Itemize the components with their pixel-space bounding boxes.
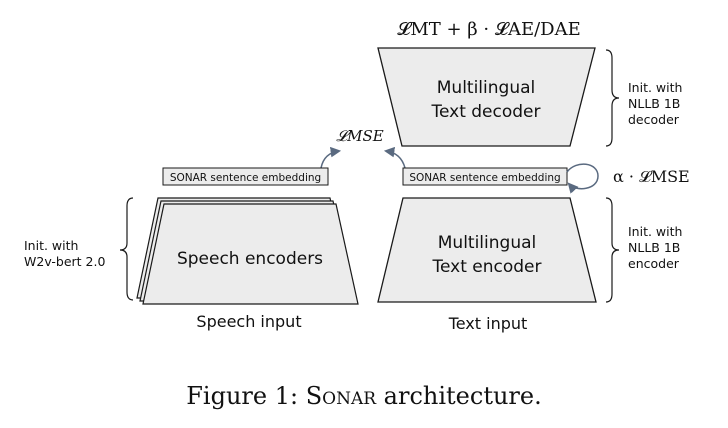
speech-to-mse-arrow bbox=[320, 146, 342, 169]
mse-loss-label: 𝓛MSE bbox=[336, 127, 384, 145]
speech-sonar-embedding-label: SONAR sentence embedding bbox=[170, 172, 321, 184]
text-sonar-embedding-bar bbox=[402, 167, 568, 186]
text-sonar-embedding-label: SONAR sentence embedding bbox=[409, 172, 560, 184]
speech-input-label: Speech input bbox=[196, 312, 301, 331]
text-encoder-block bbox=[377, 197, 597, 303]
encoder-init-line3: encoder bbox=[628, 256, 680, 271]
caption-suffix: architecture. bbox=[376, 382, 542, 410]
encoder-init-line2: NLLB 1B bbox=[628, 240, 680, 255]
encoder-init-line1: Init. with bbox=[628, 224, 682, 239]
speech-init-line1: Init. with bbox=[24, 238, 78, 253]
speech-init-brace bbox=[119, 197, 134, 301]
caption-prefix: Figure 1: bbox=[186, 382, 306, 410]
speech-sonar-embedding-bar bbox=[162, 167, 329, 186]
decoder-init-brace bbox=[605, 49, 620, 147]
decoder-init-line3: decoder bbox=[628, 112, 680, 127]
alpha-mse-label: α · 𝓛MSE bbox=[613, 167, 690, 186]
text-encoder-label-line1: Multilingual bbox=[438, 233, 536, 253]
text-input-label: Text input bbox=[448, 314, 528, 333]
decoder-init-line2: NLLB 1B bbox=[628, 96, 680, 111]
decoder-init-line1: Init. with bbox=[628, 80, 682, 95]
text-decoder-block bbox=[377, 47, 596, 147]
speech-init-line2: W2v-bert 2.0 bbox=[24, 254, 105, 269]
encoder-init-brace bbox=[605, 197, 620, 303]
text-decoder-label-line1: Multilingual bbox=[437, 78, 535, 98]
text-to-mse-arrow bbox=[383, 146, 406, 169]
figure-caption: Figure 1: Sonar architecture. bbox=[0, 382, 728, 410]
text-encoder-label-line2: Text encoder bbox=[431, 257, 541, 277]
speech-encoders-block bbox=[142, 203, 359, 305]
text-decoder-label-line2: Text decoder bbox=[430, 102, 540, 122]
top-loss-formula: 𝓛MT + β · 𝓛AE/DAE bbox=[397, 19, 580, 40]
alpha-mse-loop-arrow bbox=[566, 163, 599, 194]
speech-encoders-label: Speech encoders bbox=[177, 249, 323, 269]
caption-model-name: Sonar bbox=[305, 382, 377, 410]
